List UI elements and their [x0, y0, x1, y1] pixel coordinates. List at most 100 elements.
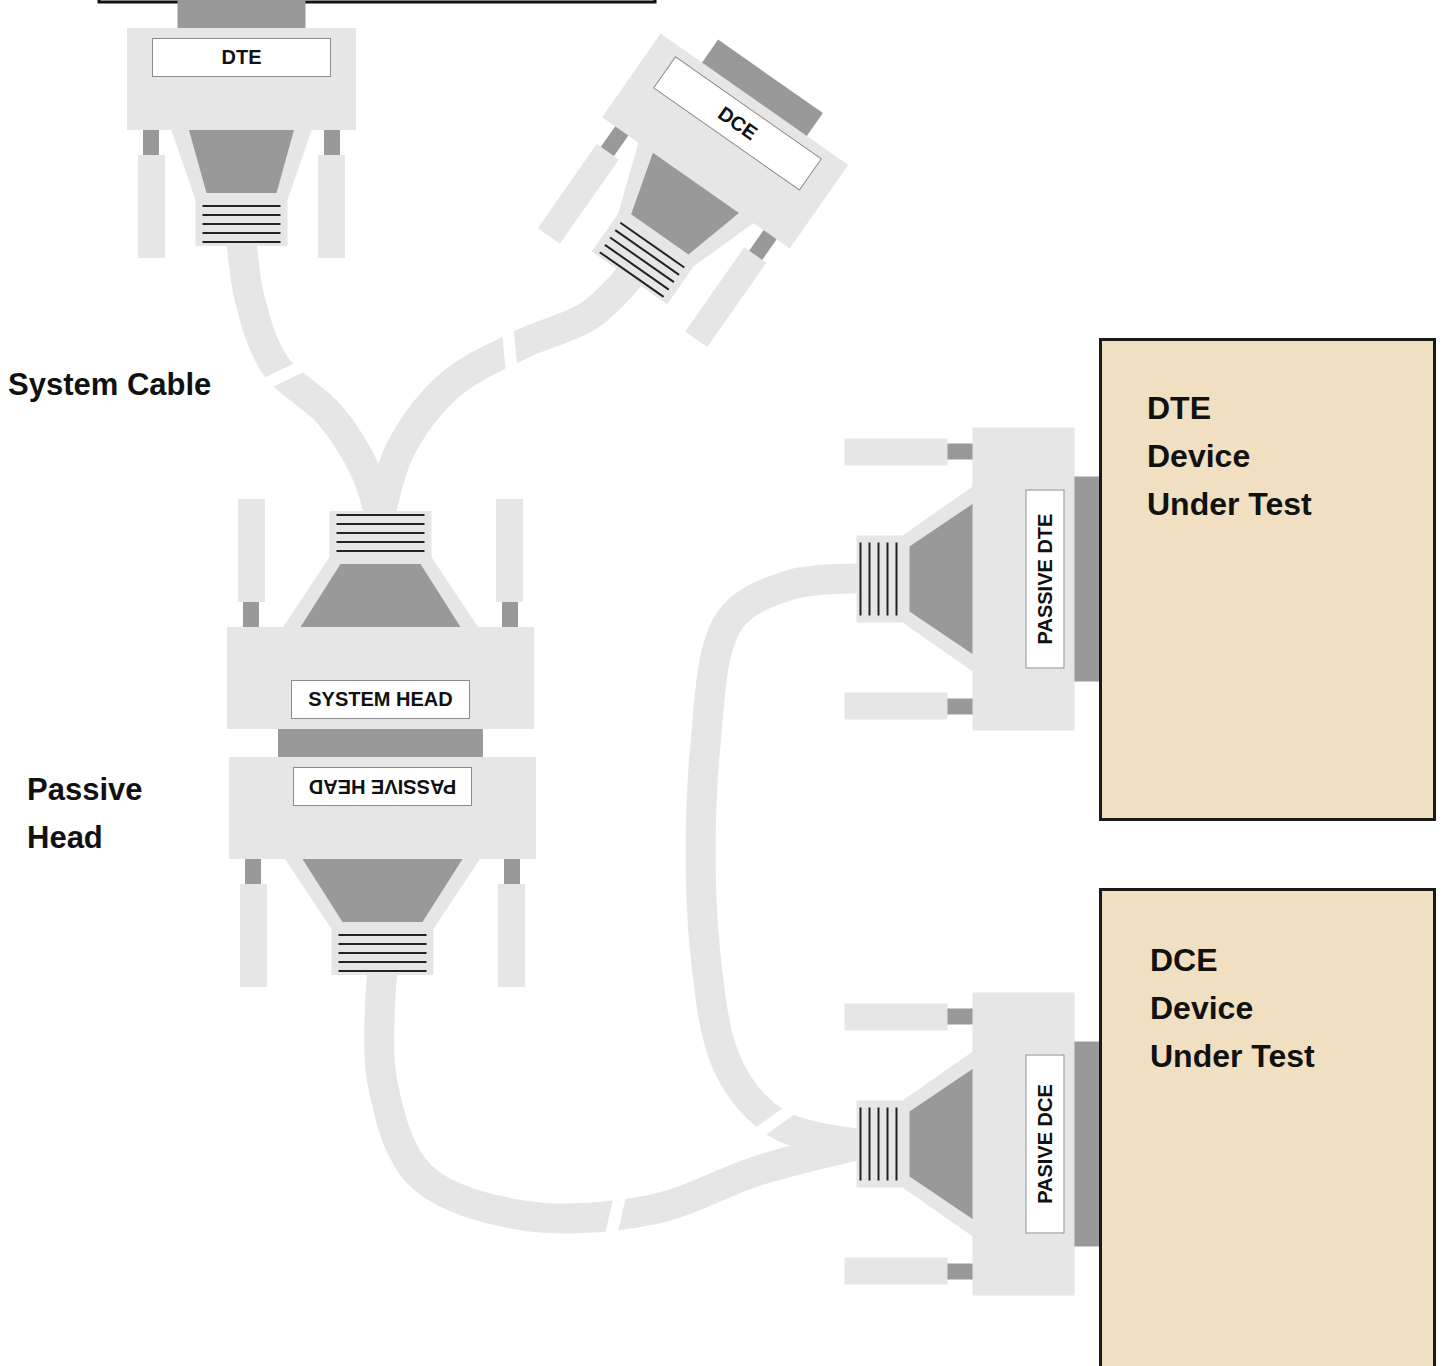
strain-relief-ring	[859, 542, 861, 615]
connector-name: PASSIVE HEAD	[309, 775, 456, 798]
part-label: Passive Head	[27, 766, 157, 862]
connector-name: PASIVE DCE	[1033, 1084, 1056, 1204]
thumb-screw	[844, 438, 947, 465]
connector-label: PASSIVE HEAD	[293, 767, 472, 806]
strain-relief-ring	[339, 934, 427, 936]
part-label: System Cable	[8, 361, 211, 409]
connector-face	[1073, 476, 1102, 681]
backshell	[909, 1069, 972, 1219]
db25-connector: PASSIVE HEAD	[229, 729, 536, 987]
db25-connector: DCE	[529, 11, 865, 354]
strain-relief-ring	[859, 1108, 861, 1181]
thumb-screw	[538, 144, 619, 244]
backshell	[303, 859, 463, 922]
cable-break	[750, 1101, 799, 1141]
thumb-screw	[496, 499, 523, 602]
cable	[379, 969, 862, 1219]
strain-relief-ring	[339, 943, 427, 945]
strain-relief	[329, 511, 431, 559]
db25-connector: SYSTEM HEAD	[227, 499, 534, 757]
thumb-screw	[238, 499, 265, 602]
connector-shell	[972, 427, 1074, 730]
mating-shell	[278, 727, 483, 758]
strain-relief-ring	[336, 532, 424, 534]
cable	[701, 578, 862, 1144]
strain-relief-ring	[339, 961, 427, 963]
connector-shell	[972, 993, 1074, 1296]
device-title: DCE Device Under Test	[1150, 936, 1322, 1080]
connector-face	[1073, 1042, 1102, 1247]
backshell-frame	[902, 486, 973, 672]
thumb-screw	[318, 155, 345, 258]
screw-post	[946, 443, 973, 459]
strain-relief-ring	[868, 1108, 870, 1181]
strain-relief	[592, 212, 695, 304]
strain-relief	[856, 1101, 904, 1188]
strain-relief-ring	[886, 1108, 888, 1181]
thumb-screw	[844, 692, 947, 719]
device-box: DTE Device Under Test	[1099, 338, 1436, 821]
strain-relief-ring	[336, 514, 424, 516]
strain-relief-ring	[600, 252, 664, 297]
strain-relief	[196, 198, 288, 246]
strain-relief-ring	[895, 542, 897, 615]
backshell	[300, 564, 460, 627]
device-title: DTE Device Under Test	[1147, 384, 1319, 528]
screw-post	[243, 601, 259, 628]
strain-relief-ring	[336, 523, 424, 525]
backshell-frame	[285, 858, 481, 929]
strain-relief-ring	[605, 245, 669, 290]
connector-shell	[229, 757, 536, 859]
connector-outline	[529, 11, 865, 354]
backshell-frame	[282, 557, 478, 628]
connector-name: SYSTEM HEAD	[308, 688, 452, 711]
connector-face	[178, 0, 306, 29]
db25-connector: PASIVE DCE	[844, 993, 1102, 1296]
strain-relief-ring	[886, 542, 888, 615]
cable	[380, 273, 633, 517]
strain-relief-ring	[203, 223, 281, 225]
strain-relief-ring	[339, 970, 427, 972]
connector-name: DTE	[222, 46, 262, 69]
strain-relief-ring	[203, 205, 281, 207]
strain-relief-ring	[877, 1108, 879, 1181]
cable-break	[258, 359, 310, 392]
thumb-screw	[844, 1004, 947, 1031]
cable-break	[604, 1189, 627, 1242]
connector-label: PASSIVE DTE	[1025, 489, 1064, 668]
screw-post	[143, 129, 159, 156]
connector-shell	[127, 28, 356, 130]
strain-relief-ring	[336, 550, 424, 552]
connector-shell	[227, 627, 534, 729]
connector-name: PASSIVE DTE	[1033, 513, 1056, 644]
thumb-screw	[498, 884, 525, 987]
strain-relief-ring	[620, 223, 684, 268]
strain-relief-ring	[615, 230, 679, 275]
strain-relief-ring	[203, 214, 281, 216]
cable-break	[501, 324, 518, 377]
screw-post	[245, 858, 261, 885]
cable	[242, 240, 381, 517]
strain-relief-ring	[868, 542, 870, 615]
backshell	[189, 130, 294, 193]
strain-relief-ring	[203, 241, 281, 243]
strain-relief-ring	[610, 237, 674, 282]
strain-relief-ring	[339, 952, 427, 954]
thumb-screw	[844, 1258, 947, 1285]
strain-relief-ring	[336, 541, 424, 543]
strain-relief-ring	[877, 542, 879, 615]
device-box: DCE Device Under Test	[1099, 888, 1436, 1366]
thumb-screw	[138, 155, 165, 258]
screw-post	[946, 698, 973, 714]
screw-post	[946, 1009, 973, 1025]
screw-post	[946, 1264, 973, 1280]
connector-label: SYSTEM HEAD	[291, 680, 470, 719]
screw-post	[324, 129, 340, 156]
backshell	[909, 504, 972, 654]
db25-connector: PASSIVE DTE	[844, 427, 1102, 730]
backshell-frame	[171, 129, 312, 200]
connector-label: PASIVE DCE	[1025, 1055, 1064, 1234]
strain-relief	[332, 927, 434, 975]
db25-connector: DTE	[127, 0, 356, 258]
screw-post	[502, 601, 518, 628]
